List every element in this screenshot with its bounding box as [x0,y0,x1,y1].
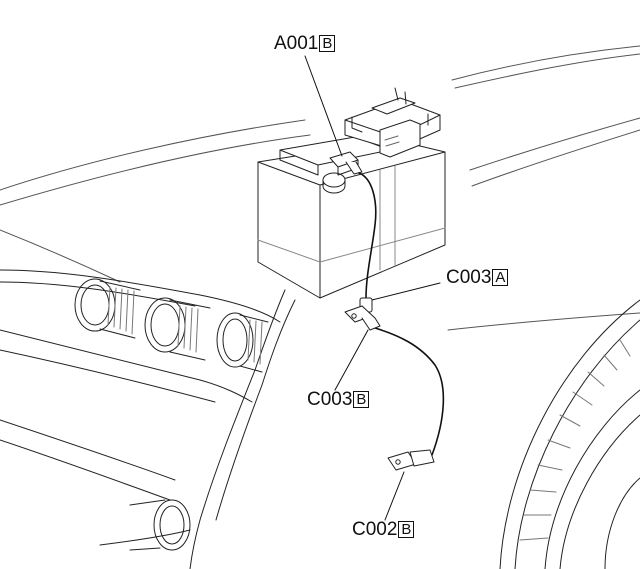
label-c003b-variant: B [353,391,370,408]
connector-a001 [329,151,363,176]
ground-wire [358,172,445,456]
label-c003a-variant: A [492,269,509,286]
connector-c003b [344,305,381,331]
leader-lines [304,55,441,521]
label-a001-code: A001 [274,33,319,54]
headlight-tubes [74,278,269,551]
vehicle-body-lines [0,45,640,331]
label-c002b-code: C002 [352,519,398,540]
label-c002b-variant: B [398,521,415,538]
front-grille [0,269,296,569]
wheel [499,299,640,569]
label-c003b-code: C003 [307,389,353,410]
label-c003a-code: C003 [446,267,492,288]
connector-c002b [387,449,435,471]
fuse-box [344,87,441,158]
label-a001-variant: B [319,35,336,52]
